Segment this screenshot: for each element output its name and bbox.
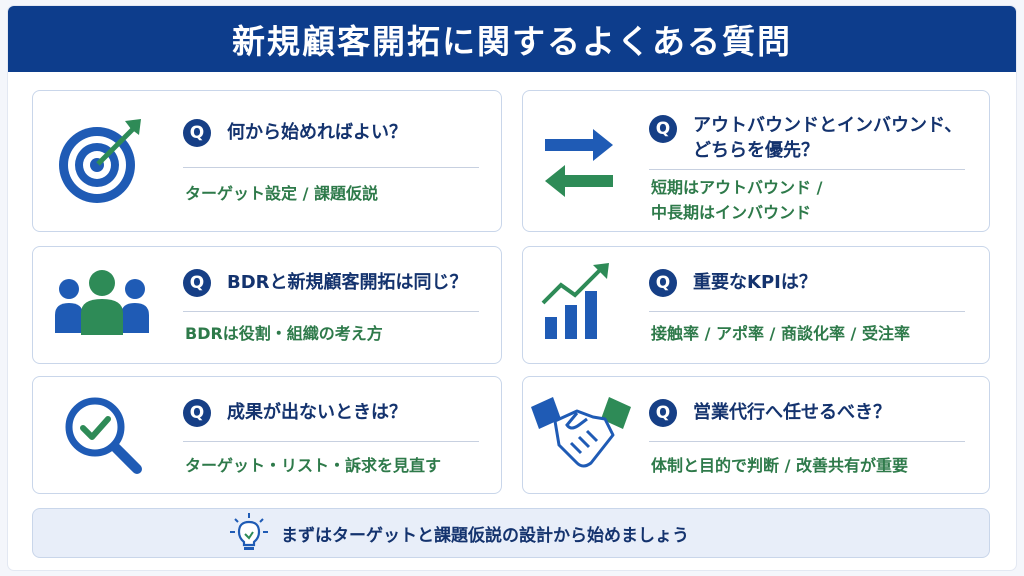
handshake-icon [531,397,631,468]
faq-card-6: Q 営業代行へ任せるべき？ 体制と目的で判断 / 改善共有が重要 [522,376,990,494]
faq-question: 何から始めればよい？ [227,122,407,143]
exchange-arrows-icon [545,129,613,197]
faq-card-3: Q BDRと新規顧客開拓は同じ？ BDRは役割・組織の考え方 [32,246,502,364]
team-icon [55,270,149,335]
faq-answer: 体制と目的で判断 / 改善共有が重要 [651,456,908,475]
q-badge: Q [183,399,211,427]
divider [649,441,965,442]
faq-answer: ターゲット・リスト・訴求を見直す [185,456,442,475]
faq-answer-line2: 中長期はインバウンド [651,203,812,222]
divider [183,167,479,168]
growth-chart-icon [541,263,609,339]
faq-answer: 接触率 / アポ率 / 商談化率 / 受注率 [651,324,910,343]
faq-answer-line1: 短期はアウトバウンド / [651,178,823,197]
page-title: 新規顧客開拓に関するよくある質問 [232,22,792,61]
faq-card-4: Q 重要なKPIは？ 接触率 / アポ率 / 商談化率 / 受注率 [522,246,990,364]
magnifier-check-icon [65,397,142,474]
divider [183,311,479,312]
faq-question: BDRと新規顧客開拓は同じ？ [227,272,468,293]
divider [649,311,965,312]
header-bar: 新規顧客開拓に関するよくある質問 [8,6,1016,72]
faq-question: 成果が出ないときは？ [227,402,407,423]
faq-question: 営業代行へ任せるべき？ [693,402,891,423]
divider [183,441,479,442]
faq-answer: BDRは役割・組織の考え方 [185,324,383,343]
q-badge: Q [649,399,677,427]
divider [649,169,965,170]
lightbulb-icon [230,513,268,550]
q-badge: Q [183,269,211,297]
faq-question-line1: アウトバウンドとインバウンド、 [693,115,963,136]
faq-card-1: Q 何から始めればよい？ ターゲット設定 / 課題仮説 [32,90,502,232]
faq-question: 重要なKPIは？ [693,272,817,293]
footer-banner: まずはターゲットと課題仮説の設計から始めましょう [32,508,990,558]
faq-card-2: Q アウトバウンドとインバウンド、 どちらを優先？ 短期はアウトバウンド / 中… [522,90,990,232]
q-badge: Q [183,119,211,147]
footer-message: まずはターゲットと課題仮説の設計から始めましょう [281,525,689,546]
q-badge: Q [649,115,677,143]
faq-card-5: Q 成果が出ないときは？ ターゲット・リスト・訴求を見直す [32,376,502,494]
faq-answer: ターゲット設定 / 課題仮説 [185,184,378,203]
faq-question-line2: どちらを優先？ [693,140,819,161]
target-icon [59,119,141,203]
q-badge: Q [649,269,677,297]
